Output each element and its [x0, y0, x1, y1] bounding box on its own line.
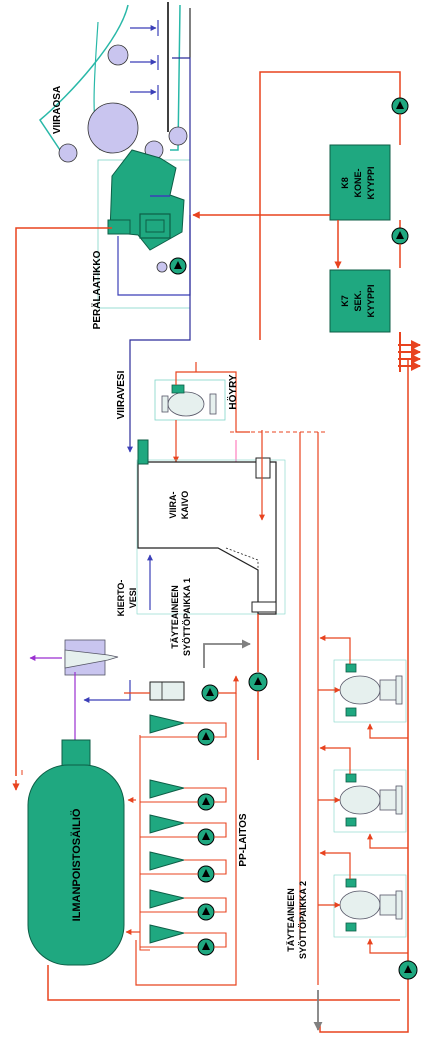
- hydrocyclone-icon: [149, 924, 186, 944]
- viiravesi-label: VIIRAVESI: [116, 370, 127, 419]
- hydrocyclone-icon: [149, 814, 186, 834]
- hydrocyclone-stage: [140, 714, 227, 746]
- hydrocyclone-stage: [140, 924, 227, 956]
- wire-roll: [107, 44, 129, 66]
- headbox-body: [109, 149, 185, 251]
- white-water-line: [127, 57, 191, 453]
- filler-dosing-arrow-1: [203, 639, 251, 668]
- secondary-pumps: [299, 360, 409, 1000]
- tayteaine1-label: TÄYTEAINEEN: [170, 585, 180, 649]
- viiraosa-label: VIIRAOSA: [52, 86, 63, 134]
- steam-valve-group: HÖYRY: [154, 362, 256, 495]
- pp-laitos-cleaner-bank: PP-LAITOS: [124, 675, 249, 986]
- peralaatikko-label: PERÄLAATIKKO: [90, 250, 103, 329]
- screen-icon: [149, 681, 185, 701]
- pp-laitos-label: PP-LAITOS: [238, 813, 249, 866]
- headbox: PERÄLAATIKKO: [90, 149, 185, 329]
- hydrocyclone-icon: [149, 889, 186, 909]
- wire-roll: [168, 126, 188, 146]
- k7-label: SEK.: [353, 290, 363, 311]
- hoyry-label: HÖYRY: [226, 374, 239, 410]
- k8-label: KYYPPI: [366, 166, 376, 199]
- wire-section: VIIRAOSA: [39, 2, 191, 309]
- hydrocyclone-stage: [140, 889, 227, 921]
- kiertovesi-label: KIERTO-: [116, 580, 126, 617]
- pump-motor-icon: [339, 675, 381, 705]
- k7-label: K7: [340, 295, 350, 307]
- process-pump: [318, 635, 408, 739]
- tayteaine1-label: SYÖTTÖPAIKKA 1: [182, 578, 192, 656]
- k7-secondary-chest: [329, 269, 391, 333]
- tayteaine2-label: TÄYTEAINEEN: [286, 888, 296, 952]
- kiertovesi-label: VESI: [128, 588, 138, 609]
- machine-chest-loop: K8 KONE- KYYPPI K7 SEK. KYYPPI: [192, 71, 421, 433]
- k7-label: KYYPPI: [366, 284, 376, 317]
- viira-kaivo-label: KAIVO: [180, 491, 190, 520]
- k8-machine-chest: [329, 144, 391, 221]
- viira-kaivo-label: VIIRA-: [168, 491, 178, 518]
- wire-line: [170, 4, 181, 151]
- deaerator-to-headbox-line: [15, 227, 112, 776]
- k8-label: K8: [340, 177, 350, 189]
- hydrocyclone-stage: [140, 779, 227, 811]
- forming-roll: [87, 102, 139, 154]
- hydrocyclone-stage: [140, 851, 227, 883]
- wire-pit: VIIRA- KAIVO: [136, 430, 286, 615]
- hydrocyclone-icon: [149, 714, 186, 734]
- pump-motor-icon: [339, 890, 381, 920]
- vacuum-pump-icon: [64, 649, 119, 669]
- wire-line: [39, 4, 129, 151]
- steam-pump-icon: [167, 391, 205, 417]
- process-pump: [318, 850, 408, 954]
- process-pump: [318, 745, 408, 849]
- tayteaine2-label: SYÖTTÖPAIKKA 2: [298, 881, 308, 959]
- hydrocyclone-icon: [149, 779, 186, 799]
- deaerator: ILMANPOISTOSÄILIÖ: [21, 639, 131, 966]
- deaerator-tank: [27, 764, 125, 966]
- pump-motor-icon: [339, 785, 381, 815]
- hydrocyclone-icon: [149, 851, 186, 871]
- hydrocyclone-stage: [140, 814, 227, 846]
- k8-label: KONE-: [353, 168, 363, 197]
- wire-roll: [58, 143, 78, 163]
- ilmanpoisto-label: ILMANPOISTOSÄILIÖ: [70, 808, 83, 921]
- wire-pit-tank: [137, 461, 277, 615]
